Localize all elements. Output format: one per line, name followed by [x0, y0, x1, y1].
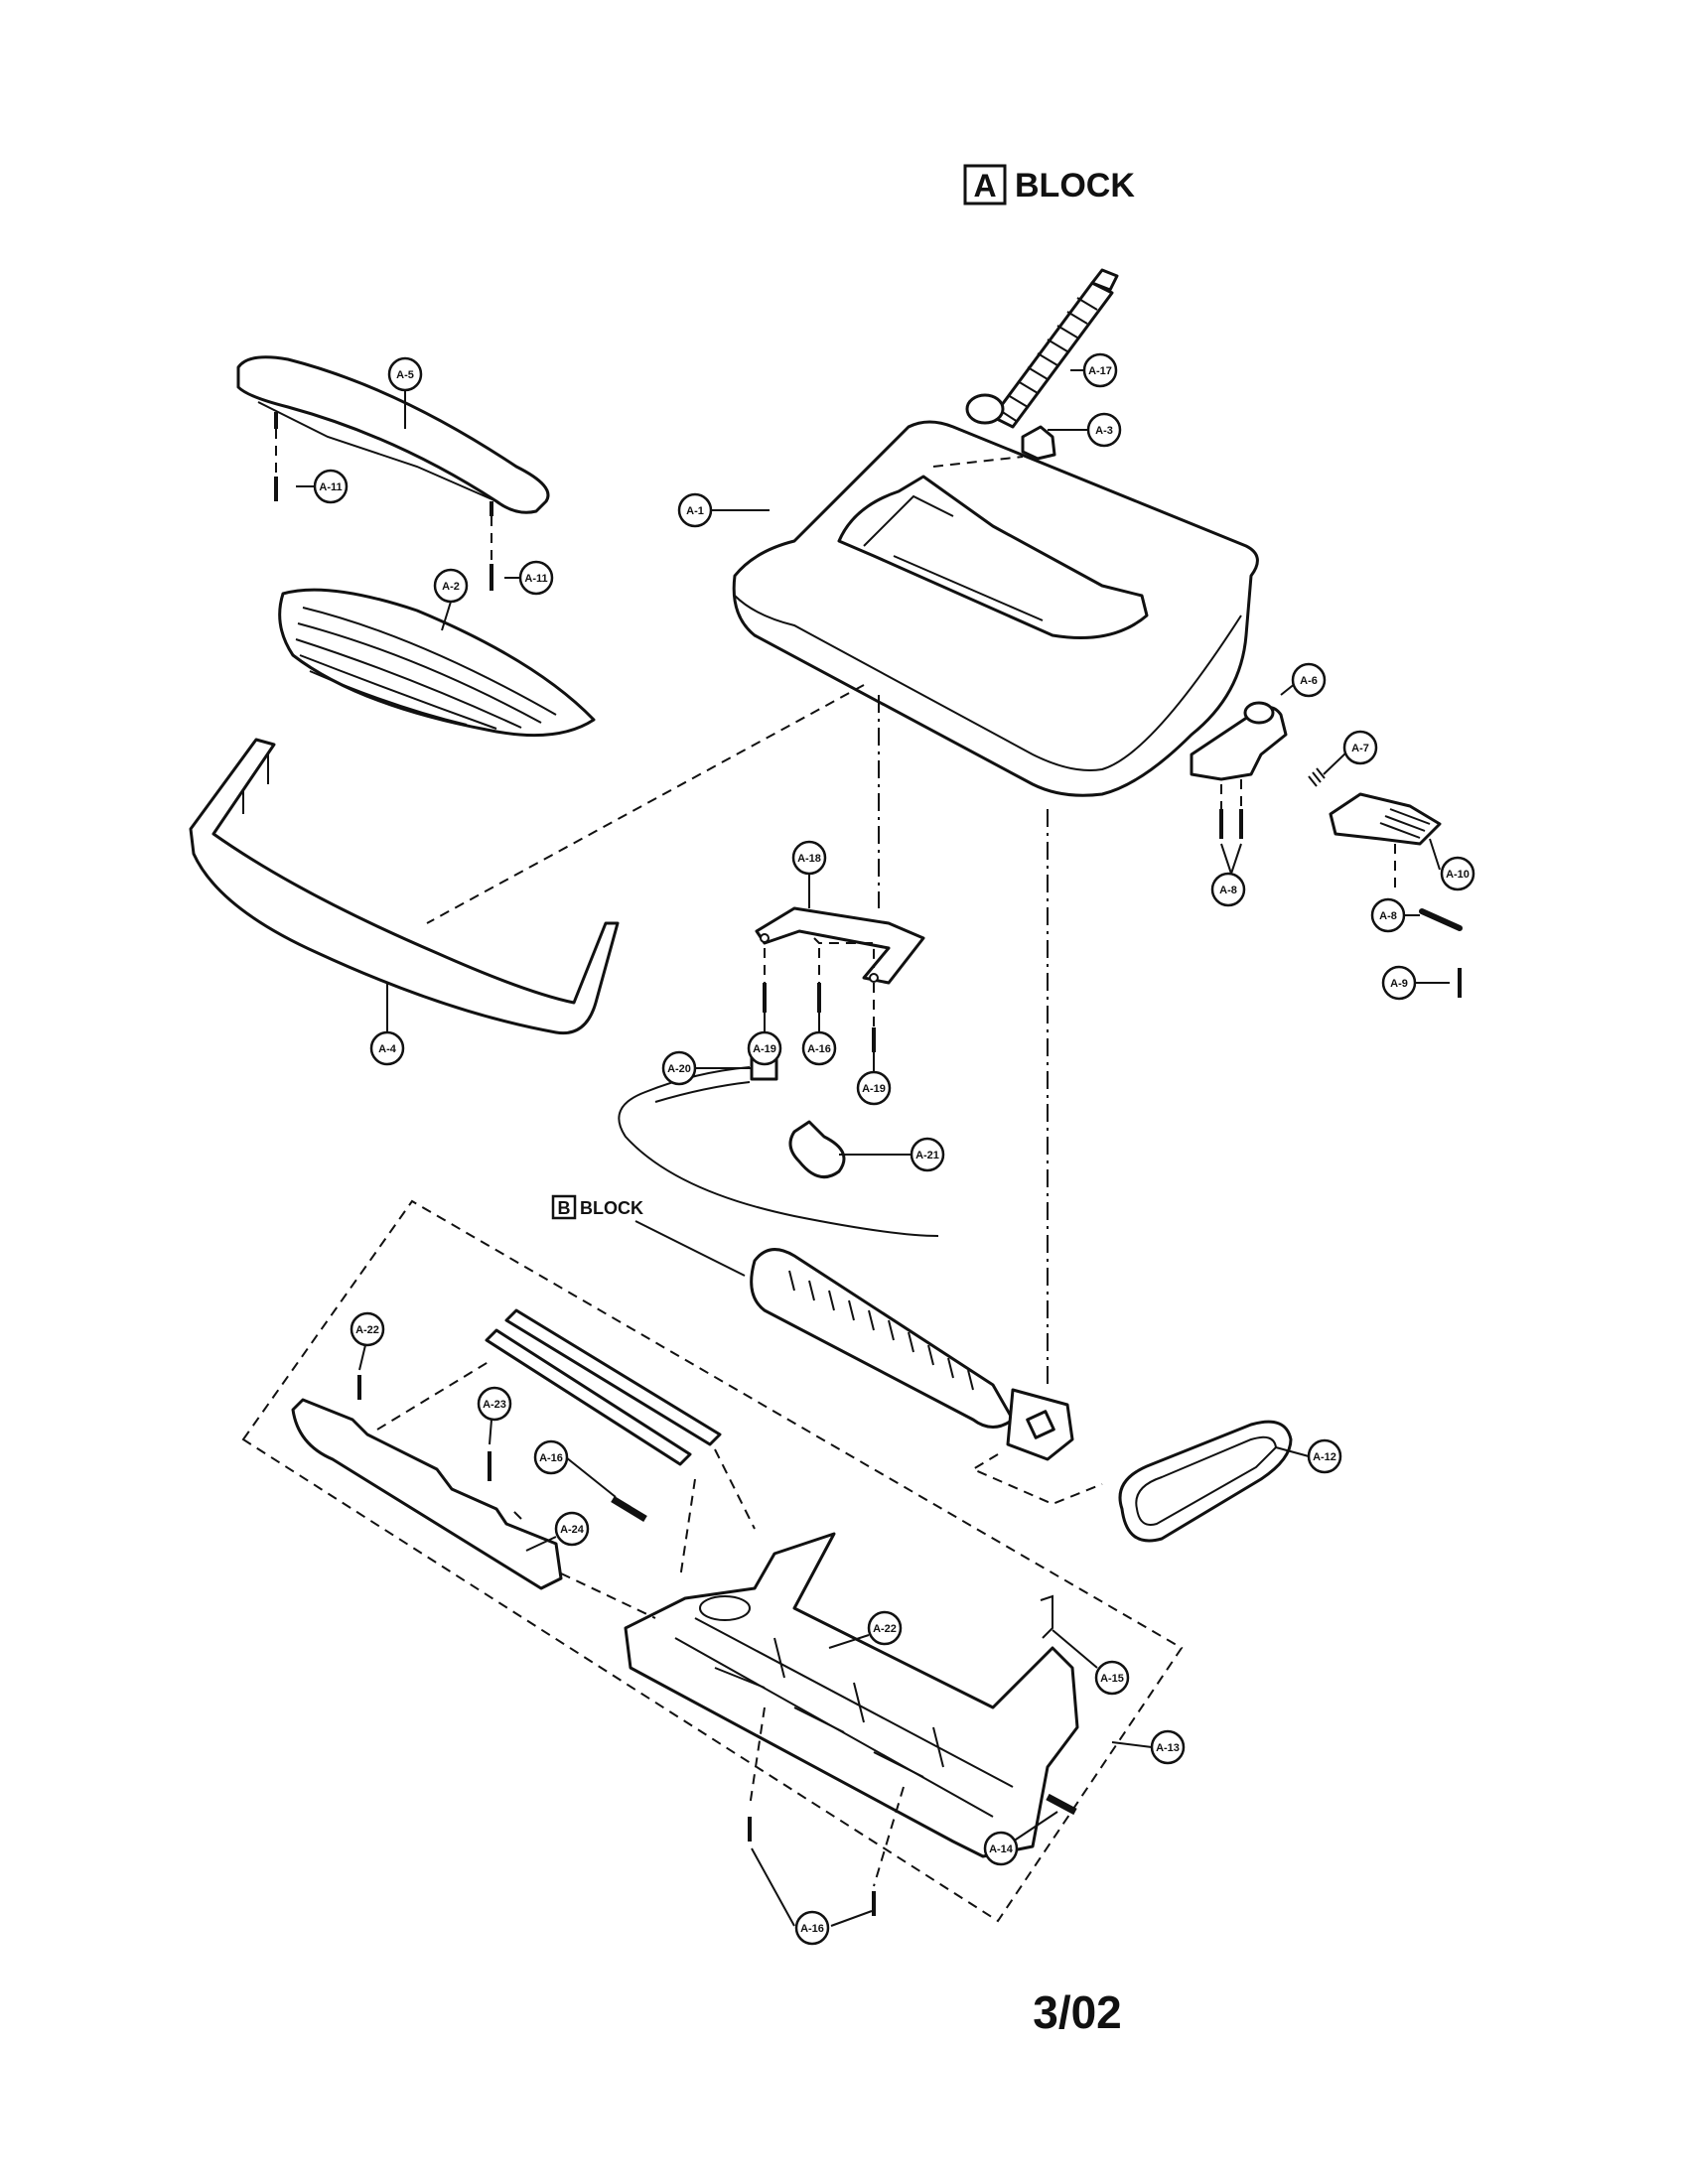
part-a5-top-cover [236, 355, 550, 516]
callout-a1: A-1 [677, 492, 713, 528]
callout-a22-base: A-22 [867, 1610, 903, 1646]
svg-text:A-2: A-2 [442, 581, 460, 593]
svg-text:A-21: A-21 [915, 1150, 939, 1161]
callout-a10: A-10 [1440, 856, 1475, 891]
svg-text:A-9: A-9 [1390, 978, 1408, 990]
callout-a16-bottom: A-16 [794, 1910, 830, 1946]
svg-text:A-14: A-14 [989, 1843, 1014, 1855]
callout-a14: A-14 [983, 1831, 1019, 1866]
date-code: 3/02 [1033, 1986, 1122, 2038]
a-block-word: BLOCK [1015, 167, 1135, 205]
svg-text:A-11: A-11 [319, 481, 342, 493]
callout-a16-mid: A-16 [801, 1030, 837, 1066]
part-a15-hook [1040, 1594, 1053, 1639]
a13-bottom-plate-group [241, 1199, 1184, 1923]
svg-text:A-3: A-3 [1095, 425, 1113, 437]
callout-a11-lower: A-11 [518, 560, 554, 596]
part-a12-belt [1118, 1420, 1293, 1543]
callout-a17: A-17 [1082, 352, 1118, 388]
svg-text:A-13: A-13 [1156, 1742, 1180, 1754]
svg-text:A-16: A-16 [800, 1923, 824, 1935]
svg-text:A-10: A-10 [1446, 869, 1470, 881]
svg-text:A-22: A-22 [355, 1324, 379, 1336]
callout-a9: A-9 [1381, 965, 1417, 1001]
svg-text:A-12: A-12 [1313, 1451, 1336, 1463]
callout-a16-strip: A-16 [533, 1439, 569, 1475]
callout-a8-right: A-8 [1370, 897, 1406, 933]
callout-a5: A-5 [387, 356, 423, 392]
svg-text:A-1: A-1 [686, 505, 704, 517]
part-a14-rods [611, 1496, 1077, 1816]
callout-a8-left: A-8 [1210, 872, 1246, 907]
part-a22-brush-roll [750, 1248, 1074, 1461]
callout-a2: A-2 [433, 568, 469, 604]
svg-text:A-24: A-24 [560, 1524, 585, 1536]
svg-text:A-18: A-18 [797, 853, 821, 865]
callout-a7: A-7 [1342, 730, 1378, 765]
callout-a19-right: A-19 [856, 1070, 892, 1106]
part-a21-bulb [788, 1120, 846, 1179]
svg-text:A-11: A-11 [524, 573, 547, 585]
svg-text:A-19: A-19 [753, 1043, 776, 1055]
part-a24-front-edge [291, 1398, 563, 1590]
part-a17-hose [965, 268, 1119, 429]
callout-a21: A-21 [910, 1137, 945, 1172]
b-block-letter: B [558, 1198, 571, 1218]
callout-a13: A-13 [1150, 1729, 1186, 1765]
b-block-word: BLOCK [580, 1198, 643, 1218]
svg-text:A-23: A-23 [483, 1399, 506, 1411]
callout-a18: A-18 [791, 840, 827, 876]
leader-lines [296, 369, 1450, 1927]
callout-a6: A-6 [1291, 662, 1327, 698]
callout-a12: A-12 [1307, 1438, 1342, 1474]
svg-text:A-20: A-20 [667, 1063, 691, 1075]
svg-text:A-6: A-6 [1300, 675, 1318, 687]
svg-text:A-16: A-16 [539, 1452, 563, 1464]
svg-text:A-16: A-16 [807, 1043, 831, 1055]
part-a6-bracket [1190, 701, 1288, 781]
callout-a22-left: A-22 [350, 1311, 385, 1347]
svg-text:A-7: A-7 [1351, 743, 1369, 754]
svg-text:A-4: A-4 [378, 1043, 397, 1055]
callout-a24: A-24 [554, 1511, 590, 1547]
callout-a15: A-15 [1094, 1660, 1130, 1696]
part-a3-connector [1021, 425, 1056, 461]
callout-a20: A-20 [661, 1050, 697, 1086]
part-a22-base-plate [624, 1532, 1079, 1858]
a-block-header: A BLOCK [963, 164, 1135, 205]
callout-a4: A-4 [369, 1030, 405, 1066]
callout-a11-upper: A-11 [313, 469, 349, 504]
b-block-label: B BLOCK [551, 1194, 643, 1220]
callout-a19-left: A-19 [747, 1030, 782, 1066]
part-a16-strips [485, 1308, 722, 1466]
part-a5-pin [1419, 908, 1463, 931]
a-block-letter: A [973, 168, 996, 204]
svg-text:A-17: A-17 [1088, 365, 1112, 377]
part-a18-bracket [755, 906, 925, 985]
part-a4-front-bumper [189, 738, 620, 1035]
svg-text:A-15: A-15 [1100, 1673, 1124, 1685]
part-a1-main-body [732, 420, 1259, 797]
callout-a3: A-3 [1086, 412, 1122, 448]
part-a2-grille [278, 588, 596, 738]
svg-text:A-8: A-8 [1379, 910, 1397, 922]
callout-bubbles: A-5 A-11 A-11 A-2 A-1 A-17 A-3 A-6 A-7 A… [313, 352, 1475, 1946]
svg-text:A-22: A-22 [873, 1623, 897, 1635]
svg-text:A-19: A-19 [862, 1083, 886, 1095]
svg-text:A-8: A-8 [1219, 885, 1237, 896]
callout-a23: A-23 [477, 1386, 512, 1422]
svg-text:A-5: A-5 [396, 369, 414, 381]
part-a10-pedal [1329, 792, 1442, 846]
part-a7-spring [1308, 767, 1326, 787]
